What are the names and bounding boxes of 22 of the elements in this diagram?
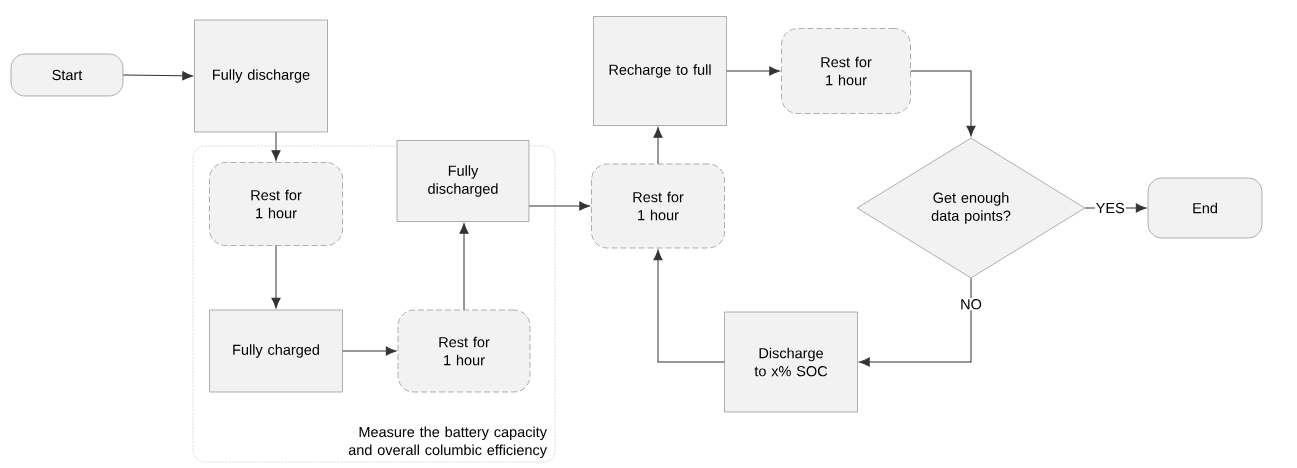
edge-label: YES — [1094, 201, 1126, 215]
process-box: Recharge to full — [593, 16, 727, 126]
arrow — [271, 131, 281, 161]
arrow — [726, 66, 780, 76]
process-box: Fully discharged — [396, 140, 530, 222]
arrow — [271, 245, 281, 309]
rest-step-box: Rest for 1 hour — [591, 163, 725, 249]
arrow — [653, 127, 663, 165]
process-box: Fully charged — [209, 309, 343, 393]
process-box: Discharge to x% SOC — [724, 311, 858, 413]
arrow — [653, 249, 725, 363]
edge-label: NO — [959, 298, 983, 311]
rest-step-box: Rest for 1 hour — [781, 28, 911, 114]
arrow — [859, 277, 972, 367]
process-box: Fully discharge — [194, 19, 328, 133]
arrow — [122, 71, 193, 81]
rest-step-box: Rest for 1 hour — [209, 162, 343, 246]
arrow — [342, 346, 397, 356]
arrow — [459, 223, 469, 311]
rest-step-box: Rest for 1 hour — [397, 309, 531, 393]
arrow — [910, 70, 976, 137]
arrow — [528, 201, 590, 211]
